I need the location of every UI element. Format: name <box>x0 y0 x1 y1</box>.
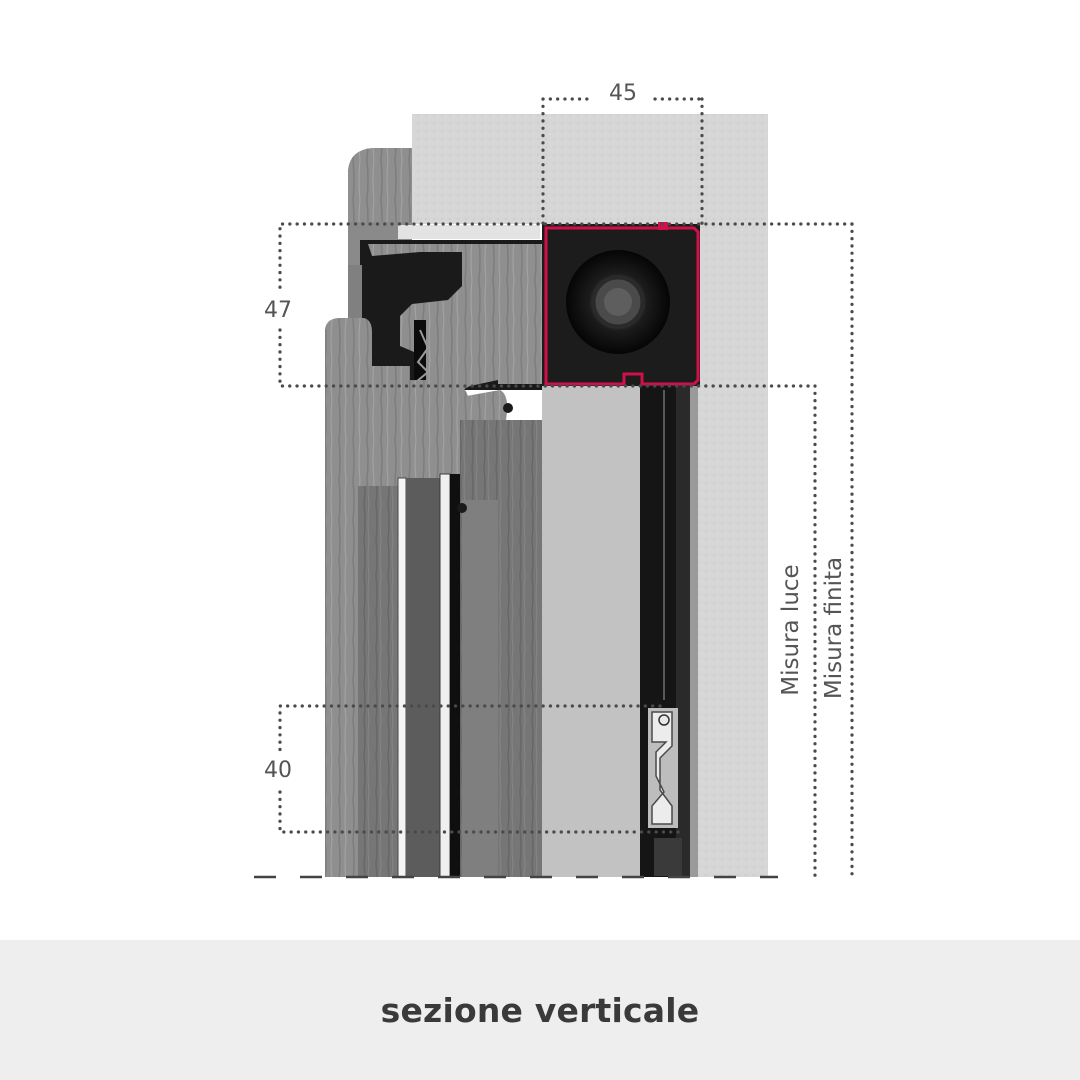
inner-frame-light <box>462 500 498 877</box>
dim-line-top <box>541 97 704 226</box>
dim-label-47: 47 <box>264 298 292 323</box>
dim-label-40: 40 <box>264 758 292 783</box>
wall-plaster <box>698 114 768 877</box>
roller-core <box>604 288 632 316</box>
glass-pane-inner <box>439 473 451 878</box>
guide-rail-edge <box>690 386 698 877</box>
dim-line-bottom-rail <box>278 704 682 834</box>
header-wood-right <box>498 244 542 384</box>
screw-detail <box>457 503 467 513</box>
sash-top-seal <box>414 320 426 380</box>
sash-profile <box>325 318 470 519</box>
bottom-bar-brush <box>654 838 682 876</box>
guide-rail-brush <box>676 386 690 877</box>
seal-lip <box>415 329 430 383</box>
lintel-block <box>412 114 768 224</box>
roller-box-clip <box>658 222 668 230</box>
frame-cap <box>398 225 540 239</box>
header-wood <box>368 244 498 394</box>
dim-label-clear-opening: Misura luce <box>778 564 804 695</box>
dim-line-header <box>278 222 854 388</box>
glass-pane-outer <box>397 477 407 878</box>
vertical-section-diagram: 45 47 40 Misura luce Misura finita <box>254 81 854 879</box>
screw-detail <box>503 403 513 413</box>
glass-bead-seal <box>450 474 460 877</box>
caption-title: sezione verticale <box>380 990 700 1030</box>
roller-box-outline <box>544 226 700 386</box>
guide-panel <box>542 386 640 877</box>
sash-lower <box>358 486 400 877</box>
dim-label-45: 45 <box>609 81 637 106</box>
dim-label-finished: Misura finita <box>821 557 847 699</box>
bottom-bar-profile <box>651 711 673 825</box>
bottom-bar-screw <box>658 714 670 726</box>
caption-bar: sezione verticale <box>0 940 1080 1080</box>
glass-spacer <box>406 478 440 877</box>
